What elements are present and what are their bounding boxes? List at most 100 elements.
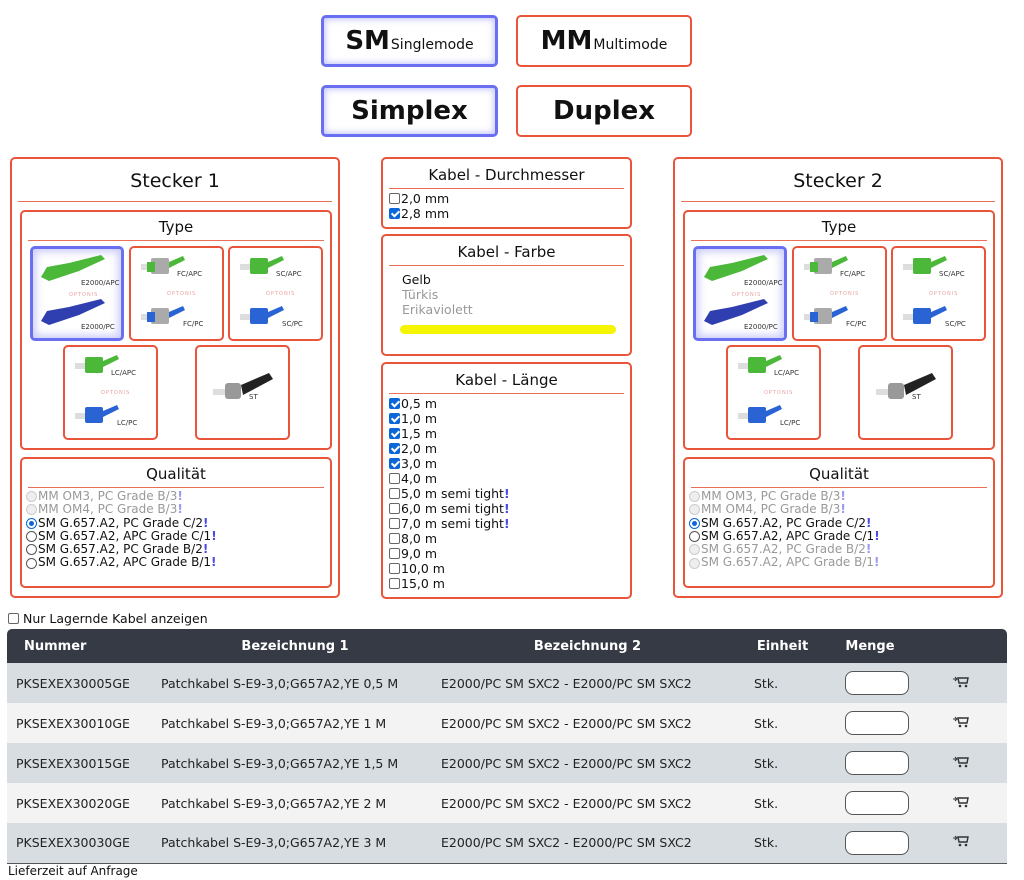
stecker1-quality-option[interactable]: SM G.657.A2, APC Grade C/1! — [26, 528, 330, 543]
stock-filter-checkbox[interactable] — [8, 613, 19, 624]
checkbox[interactable] — [389, 548, 400, 559]
stecker2-connector-st[interactable]: ST — [858, 345, 953, 440]
header-actions — [915, 629, 1007, 663]
radio-button[interactable] — [689, 531, 700, 543]
connector-apc-image — [899, 252, 949, 282]
laenge-option[interactable]: 2,0 m — [389, 441, 630, 456]
info-mark-icon[interactable]: ! — [503, 516, 510, 531]
info-mark-icon[interactable]: ! — [503, 486, 510, 501]
checkbox[interactable] — [389, 563, 400, 574]
connector-apc-label: LC/APC — [774, 369, 800, 377]
laenge-option[interactable]: 8,0 m — [389, 531, 630, 546]
option-label: 15,0 m — [401, 576, 445, 591]
stecker1-quality-option[interactable]: SM G.657.A2, APC Grade B/1! — [26, 556, 330, 569]
color-option[interactable]: Gelb — [402, 272, 431, 287]
checkbox[interactable] — [389, 578, 400, 589]
quantity-input[interactable] — [845, 671, 909, 695]
stecker1-connector-st[interactable]: ST — [195, 345, 290, 440]
connector-apc-label: SC/APC — [939, 270, 965, 278]
laenge-option[interactable]: 0,5 m — [389, 396, 630, 411]
checkbox[interactable] — [389, 208, 400, 219]
checkbox[interactable] — [389, 413, 400, 424]
stecker1-quality-option[interactable]: SM G.657.A2, PC Grade C/2! — [26, 515, 330, 530]
checkbox[interactable] — [389, 193, 400, 204]
info-mark-icon[interactable]: ! — [503, 501, 510, 516]
radio-button[interactable] — [689, 517, 700, 529]
stecker1-quality-option[interactable]: SM G.657.A2, PC Grade B/2! — [26, 542, 330, 557]
stecker2-quality-title: Qualität — [809, 465, 869, 483]
durchmesser-option[interactable]: 2,8 mm — [389, 206, 630, 221]
add-to-cart-icon[interactable] — [953, 835, 969, 850]
laenge-option[interactable]: 1,5 m — [389, 426, 630, 441]
add-to-cart-icon[interactable] — [953, 756, 969, 771]
checkbox[interactable] — [389, 518, 400, 529]
option-label: 10,0 m — [401, 561, 445, 576]
radio-button[interactable] — [26, 544, 37, 556]
quantity-input[interactable] — [845, 830, 909, 855]
info-mark-icon[interactable]: ! — [211, 555, 217, 570]
simplex-button[interactable]: Simplex — [321, 85, 498, 137]
laenge-option[interactable]: 3,0 m — [389, 456, 630, 471]
add-to-cart-icon[interactable] — [953, 716, 969, 731]
laenge-option[interactable]: 4,0 m — [389, 471, 630, 486]
laenge-option[interactable]: 9,0 m — [389, 546, 630, 561]
laenge-option[interactable]: 5,0 m semi tight! — [389, 486, 630, 501]
connector-st-image — [870, 367, 940, 411]
duplex-button[interactable]: Duplex — [516, 85, 692, 137]
checkbox[interactable] — [389, 398, 400, 409]
laenge-option[interactable]: 15,0 m — [389, 576, 630, 591]
radio-button[interactable] — [26, 531, 37, 543]
checkbox[interactable] — [389, 473, 400, 484]
info-mark-icon[interactable]: ! — [840, 502, 846, 517]
color-option[interactable]: Erikaviolett — [402, 302, 473, 317]
checkbox[interactable] — [389, 503, 400, 514]
info-mark-icon[interactable]: ! — [177, 489, 183, 503]
laenge-option[interactable]: 10,0 m — [389, 561, 630, 576]
laenge-option[interactable]: 1,0 m — [389, 411, 630, 426]
stock-filter[interactable]: Nur Lagernde Kabel anzeigen — [8, 611, 208, 626]
checkbox[interactable] — [389, 533, 400, 544]
stecker1-quality-option: MM OM4, PC Grade B/3! — [26, 502, 330, 517]
info-mark-icon[interactable]: ! — [865, 515, 872, 530]
divider — [28, 487, 324, 488]
info-mark-icon[interactable]: ! — [211, 528, 217, 543]
quantity-input[interactable] — [845, 751, 909, 775]
laenge-option[interactable]: 6,0 m semi tight! — [389, 501, 630, 516]
info-mark-icon[interactable]: ! — [874, 528, 880, 543]
color-option[interactable]: Türkis — [402, 287, 439, 302]
quantity-input[interactable] — [845, 711, 909, 735]
checkbox[interactable] — [389, 458, 400, 469]
durchmesser-option[interactable]: 2,0 mm — [389, 191, 630, 206]
radio-button[interactable] — [26, 557, 37, 569]
laenge-option[interactable]: 7,0 m semi tight! — [389, 516, 630, 531]
checkbox[interactable] — [389, 428, 400, 439]
radio-button[interactable] — [26, 517, 37, 529]
info-mark-icon[interactable]: ! — [840, 489, 846, 503]
stecker2-quality-option[interactable]: SM G.657.A2, PC Grade C/2! — [689, 515, 993, 530]
info-mark-icon[interactable]: ! — [202, 542, 209, 557]
checkbox[interactable] — [389, 443, 400, 454]
quantity-input[interactable] — [845, 791, 909, 815]
add-to-cart-icon[interactable] — [953, 796, 969, 811]
stecker2-quality-option[interactable]: SM G.657.A2, APC Grade C/1! — [689, 528, 993, 543]
info-mark-icon[interactable]: ! — [177, 502, 183, 517]
info-mark-icon[interactable]: ! — [874, 555, 880, 570]
connector-label: ST — [912, 393, 921, 401]
info-mark-icon[interactable]: ! — [202, 515, 209, 530]
add-to-cart-icon[interactable] — [953, 676, 969, 691]
checkbox[interactable] — [389, 488, 400, 499]
radio-button — [689, 557, 700, 569]
info-mark-icon[interactable]: ! — [865, 542, 872, 557]
